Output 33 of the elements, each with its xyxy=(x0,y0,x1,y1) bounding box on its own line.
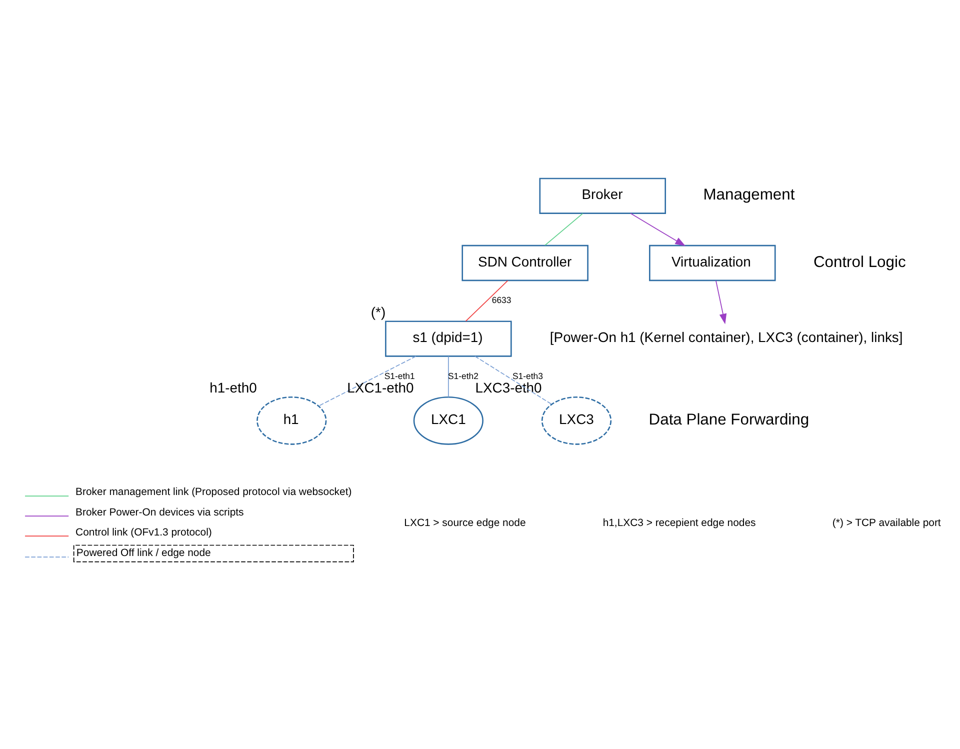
connector xyxy=(544,213,584,246)
node-label: LXC1-eth0 xyxy=(347,380,414,396)
arrow xyxy=(716,280,727,324)
label: Control Logic xyxy=(813,254,906,271)
label: LXC1 > source edge node xyxy=(404,518,526,530)
label: (*) > TCP available port xyxy=(832,518,941,530)
edge-label: S1-eth2 xyxy=(448,370,478,381)
label: h1,LXC3 > recepient edge nodes xyxy=(602,518,756,530)
node-ellipse: LXC1 xyxy=(413,396,484,445)
node-ellipse: h1 xyxy=(256,396,327,445)
legend-label: Broker management link (Proposed protocol via websocket) xyxy=(76,487,352,498)
connector xyxy=(318,356,416,406)
legend-label: Broker Power-On devices via scripts xyxy=(76,507,244,518)
label: Management xyxy=(703,186,795,204)
legend-label: Powered Off link / edge node xyxy=(76,548,211,560)
node-label: h1-eth0 xyxy=(210,380,257,396)
node-box: Virtualization xyxy=(649,244,776,282)
arrow xyxy=(630,213,686,246)
node-text: [Power-On h1 (Kernel container), LXC3 (container), links] xyxy=(550,329,903,346)
node-ellipse: LXC3 xyxy=(541,396,612,445)
node-box: Broker xyxy=(539,178,666,214)
node-box: SDN Controller xyxy=(462,244,588,282)
node-box: s1 (dpid=1) xyxy=(385,320,512,357)
edge-label: 6633 xyxy=(492,295,512,306)
connector xyxy=(465,280,508,322)
edge-label: S1-eth3 xyxy=(512,370,543,381)
label: Data Plane Forwarding xyxy=(648,412,810,429)
legend-label: Control link (OFv1.3 protocol) xyxy=(76,527,212,538)
node-label: LXC3-eth0 xyxy=(475,380,542,396)
connector xyxy=(448,356,449,398)
edge-label: S1-eth1 xyxy=(384,370,415,381)
connector xyxy=(474,356,552,405)
node-label: (*) xyxy=(370,304,386,320)
